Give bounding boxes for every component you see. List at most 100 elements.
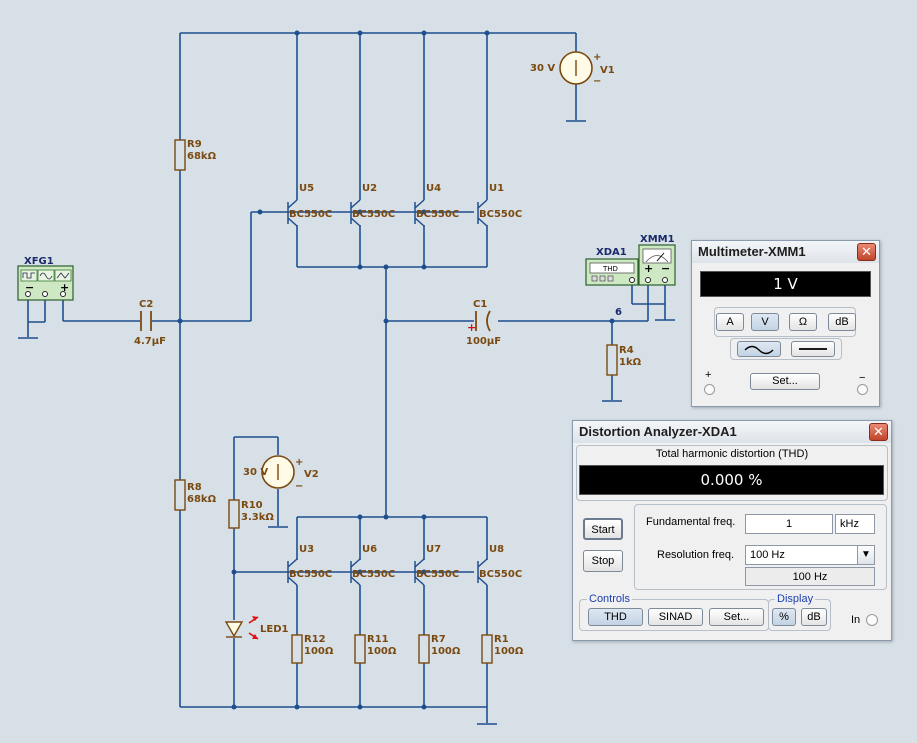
u2-ref: U2 [362,183,377,194]
r12-body[interactable] [291,634,303,664]
node-6-label: 6 [615,307,622,318]
xmm1-label: XMM1 [640,234,675,245]
led1-label: LED1 [260,624,289,635]
fundamental-freq-label: Fundamental freq. [646,516,736,528]
r8-ref: R8 [187,482,202,493]
r4-body[interactable] [606,344,618,376]
xda1-screen-text: THD [602,265,618,273]
input-terminal[interactable] [866,614,878,626]
c2-value: 4.7µF [134,336,166,347]
fundamental-freq-unit[interactable]: kHz [835,514,875,534]
u5-model: BC550C [289,209,332,220]
xda1-label: XDA1 [596,247,627,258]
transistor-u3 [287,558,298,586]
r8-body[interactable] [174,479,186,511]
start-button[interactable]: Start [583,518,623,540]
r10-ref: R10 [241,500,263,511]
distortion-analyzer-window: Distortion Analyzer-XDA1 ✕ Total harmoni… [572,420,892,641]
u7-ref: U7 [426,544,441,555]
resolution-freq-select[interactable]: 100 Hz ▼ [745,545,875,565]
u7-model: BC550C [416,569,459,580]
multimeter-minus-terminal-label: − [859,372,866,384]
u5-ref: U5 [299,183,314,194]
percent-button[interactable]: % [772,608,796,626]
u4-model: BC550C [416,209,459,220]
multimeter-close-button[interactable]: ✕ [857,243,876,261]
r7-body[interactable] [418,634,430,664]
multimeter-window: Multimeter-XMM1 ✕ 1 V A V Ω dB Set... + … [691,240,880,407]
fundamental-freq-input[interactable]: 1 [745,514,833,534]
controls-set-button[interactable]: Set... [709,608,764,626]
transistor-u5 [287,199,298,227]
controls-group-label: Controls [587,593,632,605]
c1-polarity: + [467,321,476,334]
transistor-u7 [414,558,425,586]
r1-body[interactable] [481,634,493,664]
v1-ref: V1 [600,65,615,76]
v2-value: 30 V [243,467,268,478]
mode-a-button[interactable]: A [716,313,744,331]
dc-button[interactable] [791,341,835,357]
led1[interactable] [224,616,259,640]
u1-model: BC550C [479,209,522,220]
v2-plus: + [295,457,303,468]
transistor-u4 [414,199,425,227]
input-terminal-label: In [851,614,861,626]
r8-value: 68kΩ [187,494,217,505]
r1-value: 100Ω [494,646,524,657]
r10-body[interactable] [228,499,240,529]
display-group-label: Display [775,593,816,605]
c1-value: 100µF [466,336,501,347]
distortion-close-button[interactable]: ✕ [869,423,888,441]
thd-display-frame [576,445,888,501]
r7-value: 100Ω [431,646,461,657]
db-button[interactable]: dB [801,608,827,626]
distortion-analyzer-icon[interactable] [585,258,639,286]
r9-body[interactable] [174,139,186,171]
multimeter-plus-terminal[interactable] [704,384,715,395]
xmm1-plus: + [644,262,653,275]
freq-settings-group [634,504,887,590]
v1-plus: + [593,52,601,63]
c2-ref: C2 [139,299,153,310]
sinad-button[interactable]: SINAD [648,608,703,626]
multimeter-minus-terminal[interactable] [857,384,868,395]
u1-ref: U1 [489,183,504,194]
u2-model: BC550C [352,209,395,220]
multimeter-set-button[interactable]: Set... [750,373,820,390]
thd-heading: Total harmonic distortion (THD) [655,448,809,460]
r10-value: 3.3kΩ [241,512,274,523]
function-generator-xfg1[interactable] [17,265,74,301]
resolution-freq-label: Resolution freq. [657,549,735,561]
stop-button[interactable]: Stop [583,550,623,572]
r7-ref: R7 [431,634,446,645]
r9-ref: R9 [187,139,202,150]
mode-v-button[interactable]: V [751,313,779,331]
dc-line-icon [799,348,827,350]
r12-value: 100Ω [304,646,334,657]
r9-value: 68kΩ [187,151,217,162]
r12-ref: R12 [304,634,326,645]
multimeter-signal-group [730,338,842,360]
xfg1-label: XFG1 [24,256,54,267]
u8-model: BC550C [479,569,522,580]
chevron-down-icon[interactable]: ▼ [857,546,874,564]
thd-display: 0.000 % [579,465,884,495]
xfg1-plus: + [60,281,69,294]
ac-sine-button[interactable] [737,341,781,357]
xfg1-minus: − [25,281,34,294]
thd-button[interactable]: THD [588,608,643,626]
multimeter-icon[interactable] [638,244,676,286]
transistor-u8 [477,558,488,586]
sine-wave-icon [744,345,774,355]
r11-body[interactable] [354,634,366,664]
v1-minus: − [593,76,601,87]
multimeter-display: 1 V [700,271,871,297]
mode-ohm-button[interactable]: Ω [789,313,817,331]
r11-ref: R11 [367,634,389,645]
mode-db-button[interactable]: dB [828,313,856,331]
resolution-freq-value: 100 Hz [750,549,785,561]
u6-model: BC550C [352,569,395,580]
c1-ref: C1 [473,299,487,310]
